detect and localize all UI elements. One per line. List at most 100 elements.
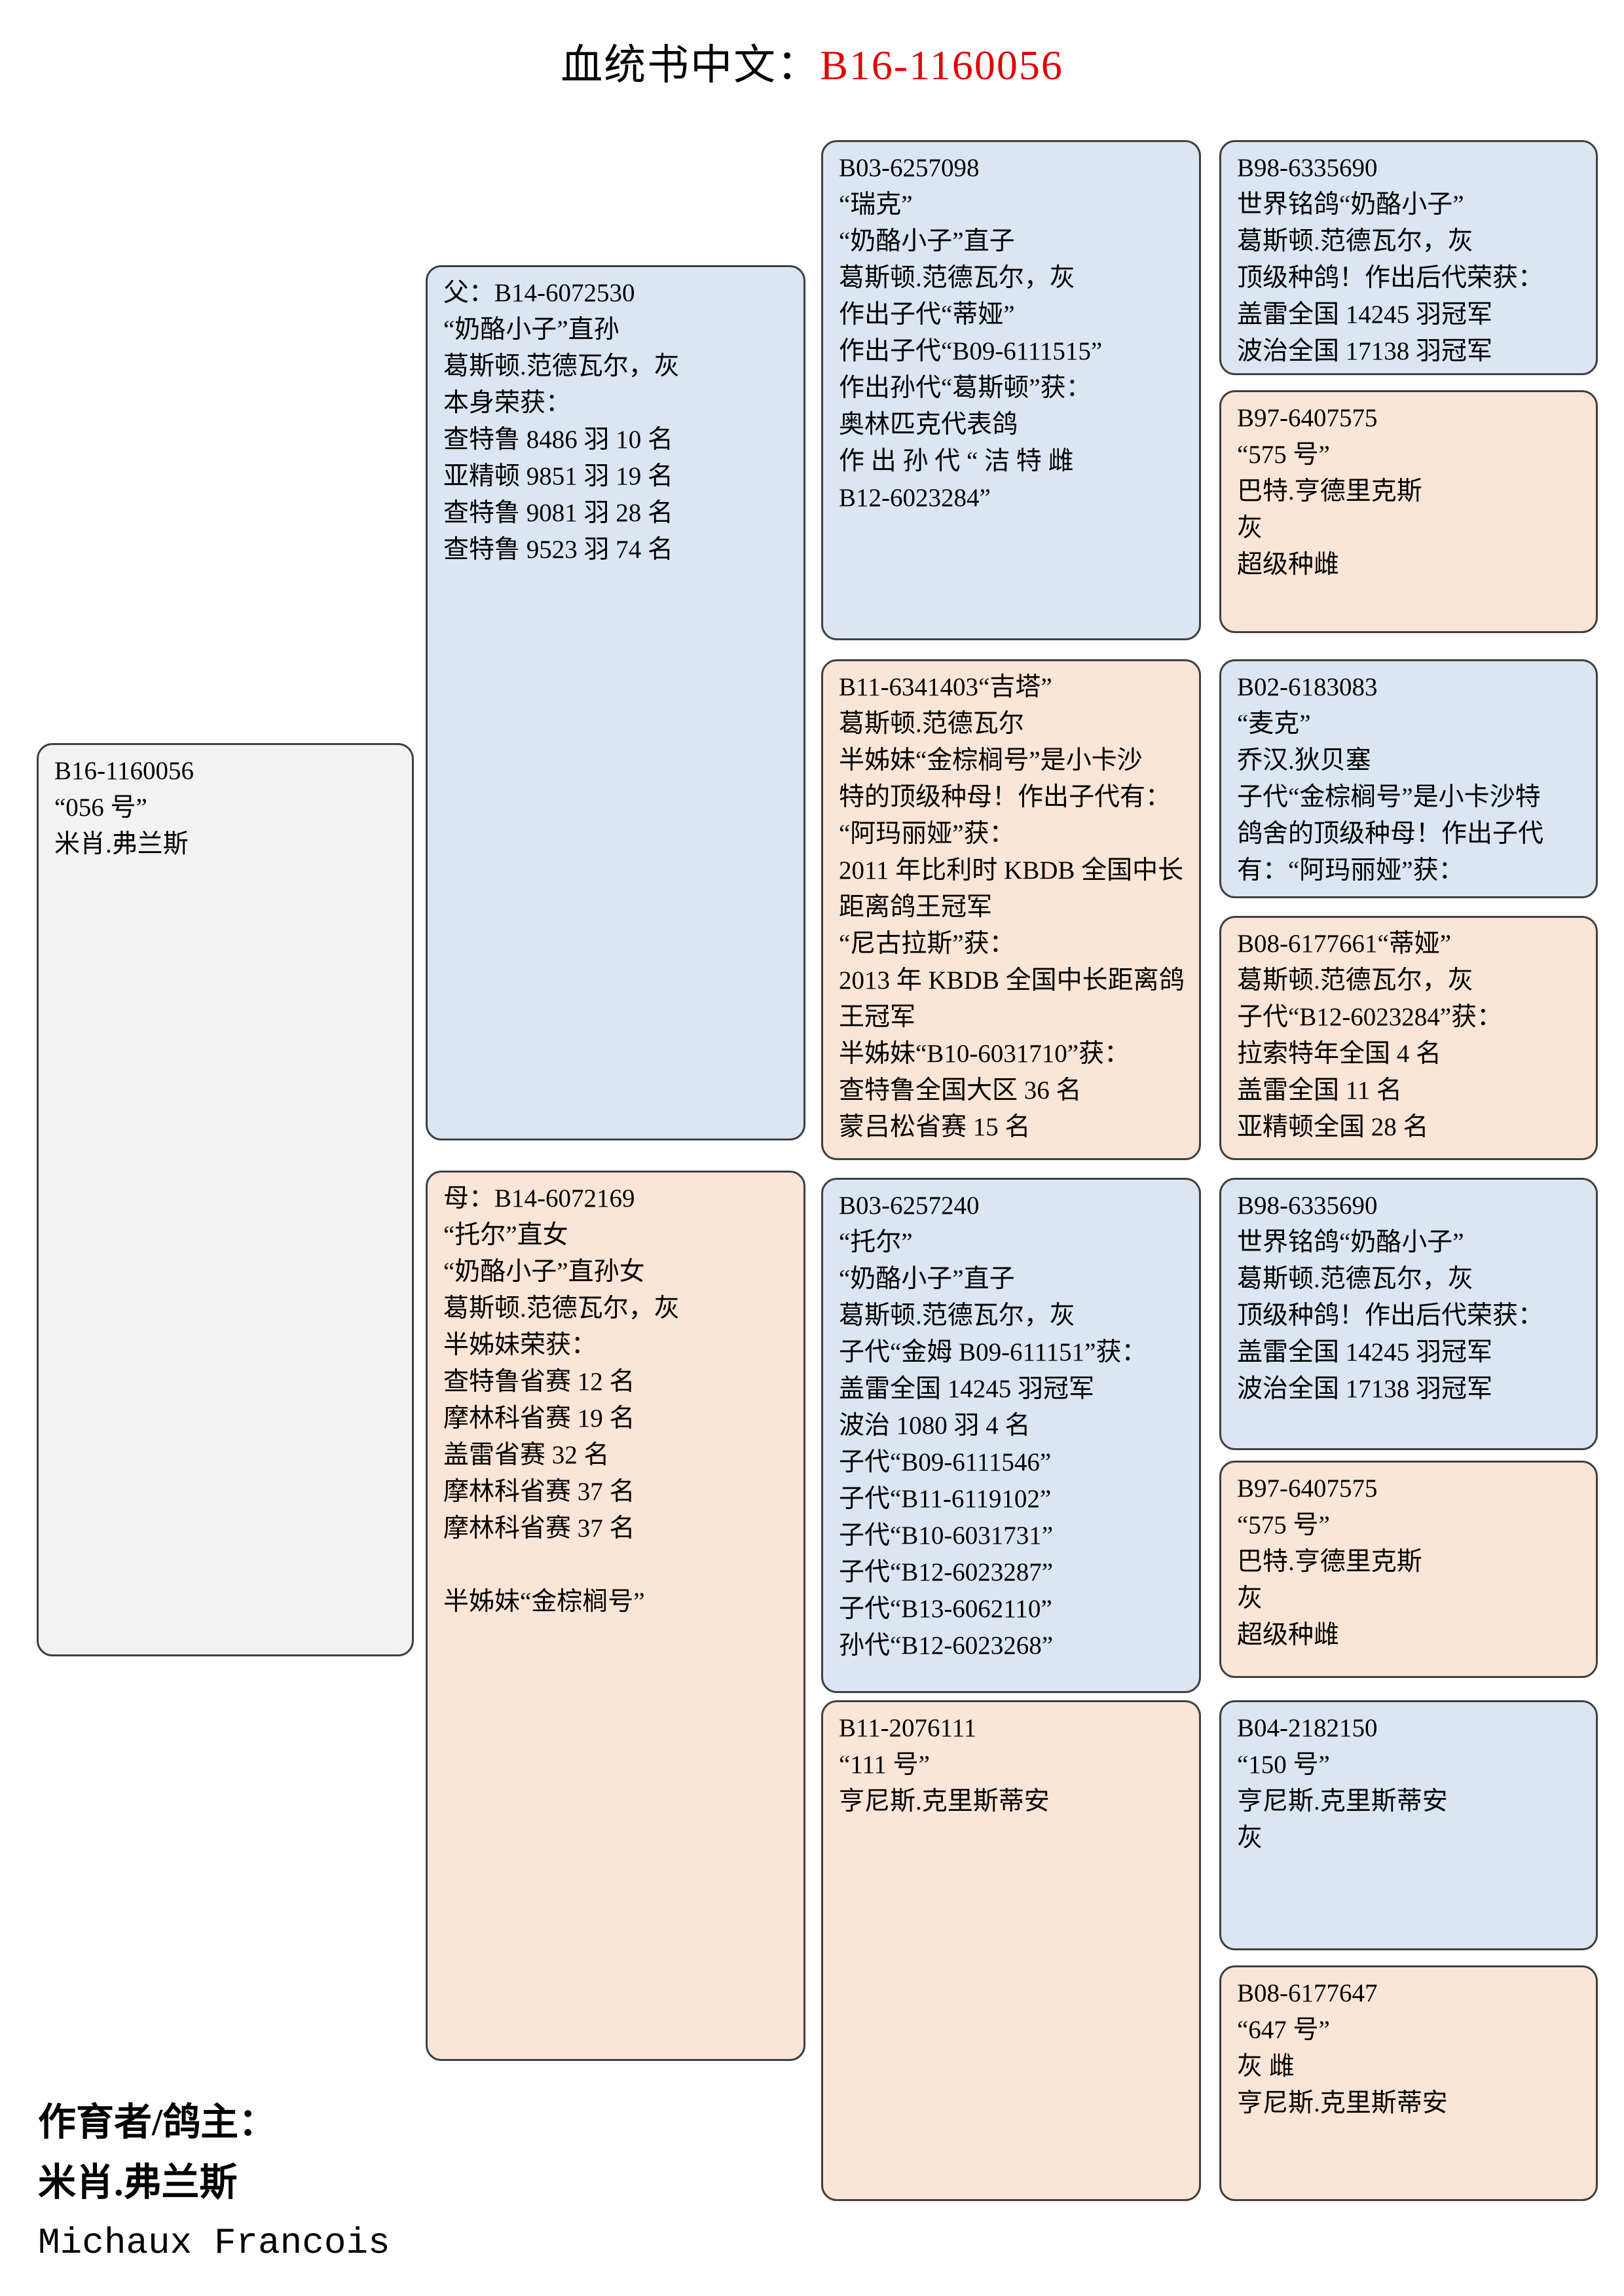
title-label: 血统书中文： [561, 42, 821, 88]
text-line: 子代“金姆 B09-611151”获： [839, 1338, 1147, 1366]
footer: 作育者/鸽主： 米肖.弗兰斯 Michaux Francois [38, 2092, 390, 2273]
text-line: 葛斯顿.范德瓦尔，灰 [1237, 966, 1473, 994]
text-line: “尼古拉斯”获： [839, 930, 1015, 958]
text-line: 葛斯顿.范德瓦尔，灰 [1237, 227, 1473, 255]
text-line: 作出子代“B09-6111515” [839, 337, 1103, 365]
text-line: 超级种雌 [1237, 1621, 1340, 1649]
text-line: 盖雷全国 14245 羽冠军 [839, 1375, 1095, 1403]
text-line: 盖雷全国 14245 羽冠军 [1237, 1338, 1493, 1366]
text-line: 子代“B12-6023284”获： [1237, 1003, 1503, 1031]
text-line: 亨尼斯.克里斯蒂安 [1237, 2089, 1448, 2117]
text-line: 巴特.亨德里克斯 [1237, 477, 1422, 505]
text-line: B12-6023284” [839, 484, 991, 512]
grandparent-box-maternal-grandfather: B03-6257240“托尔”“奶酪小子”直子葛斯顿.范德瓦尔，灰子代“金姆 B… [821, 1178, 1201, 1693]
text-line: 世界铭鸽“奶酪小子” [1237, 1228, 1464, 1256]
text-line: 世界铭鸽“奶酪小子” [1237, 191, 1464, 219]
great-grandparent-box-3: B02-6183083 “麦克” 乔汉.狄贝塞子代“金棕榈号”是小卡沙特鸽舍的顶级种… [1219, 659, 1598, 898]
text-line: 葛斯顿.范德瓦尔，灰 [839, 264, 1075, 292]
text-line: 子代“B13-6062110” [839, 1595, 1052, 1623]
text-line: B98-6335690 [1237, 1192, 1378, 1220]
grandparent-box-paternal-grandmother: B11-6341403“吉塔”葛斯顿.范德瓦尔半姊妹“金棕榈号”是小卡沙特的顶级… [821, 659, 1201, 1160]
great-grandparent-box-8: B08-6177647 “647 号” 灰 雌亨尼斯.克里斯蒂安 [1219, 1965, 1598, 2201]
text-line: 半姊妹“金棕榈号” [443, 1588, 645, 1616]
text-line: 有：“阿玛丽娅”获： [1237, 856, 1464, 884]
text-line: B08-6177661“蒂娅” [1237, 930, 1452, 958]
text-line: 超级种雌 [1237, 551, 1340, 579]
text-line: 巴特.亨德里克斯 [1237, 1548, 1422, 1576]
page-title: 血统书中文：B16-1160056 [0, 31, 1624, 92]
text-line: 盖雷全国 14245 羽冠军 [1237, 301, 1493, 329]
text-line: 作出孙代“葛斯顿”获： [839, 374, 1092, 402]
owner-name-chinese: 米肖.弗兰斯 [38, 2161, 238, 2204]
text-line: 亚精顿全国 28 名 [1237, 1113, 1429, 1141]
text-line: 拉索特年全国 4 名 [1237, 1040, 1442, 1068]
text-line: 摩林科省赛 19 名 [443, 1404, 635, 1432]
text-line: 葛斯顿.范德瓦尔 [839, 710, 1024, 738]
text-line: 母：B14-6072169 [443, 1184, 635, 1212]
text-line: 查特鲁 9523 羽 74 名 [443, 536, 674, 564]
text-line: “111 号” [839, 1751, 930, 1779]
text-line: “575 号” [1237, 1511, 1330, 1539]
text-line: B97-6407575 [1237, 404, 1378, 432]
text-line: 查特鲁 8486 羽 10 名 [443, 426, 674, 454]
text-line: B02-6183083 [1237, 673, 1378, 701]
text-line: 父：B14-6072530 [443, 279, 635, 307]
text-line: 波治 1080 羽 4 名 [839, 1412, 1031, 1440]
text-line: 葛斯顿.范德瓦尔，灰 [839, 1302, 1075, 1330]
subject-box: B16-1160056“056 号”米肖.弗兰斯 [37, 743, 414, 1656]
text-line: “150 号” [1237, 1751, 1330, 1779]
text-line: 子代“B11-6119102” [839, 1485, 1052, 1513]
text-line: 灰 [1237, 514, 1263, 542]
text-line: 鸽舍的顶级种母！作出子代 [1237, 820, 1544, 848]
text-line: 查特鲁 9081 羽 28 名 [443, 499, 674, 527]
text-line: 2011 年比利时 KBDB 全国中长 [839, 856, 1184, 884]
text-line: 葛斯顿.范德瓦尔，灰 [1237, 1265, 1473, 1293]
text-line: 盖雷全国 11 名 [1237, 1076, 1403, 1104]
text-line: 子代“B10-6031731” [839, 1522, 1054, 1550]
text-line: 半姊妹荣获： [443, 1331, 597, 1359]
text-line: 孙代“B12-6023268” [839, 1631, 1054, 1660]
text-line: “奶酪小子”直子 [839, 1265, 1015, 1293]
text-line: B11-6341403“吉塔” [839, 673, 1052, 701]
text-line: “奶酪小子”直子 [839, 227, 1015, 255]
text-line: “奶酪小子”直孙 [443, 316, 619, 344]
text-line: 王冠军 [839, 1003, 916, 1031]
text-line: “托尔” [839, 1228, 913, 1256]
text-line: 蒙吕松省赛 15 名 [839, 1113, 1031, 1141]
text-line: “647 号” [1237, 2016, 1330, 2044]
text-line: 子代“B12-6023287” [839, 1558, 1054, 1586]
great-grandparent-box-2: B97-6407575“575 号”巴特.亨德里克斯灰超级种雌 [1219, 390, 1598, 633]
text-line: 灰 [1237, 1584, 1263, 1613]
text-line: 亚精顿 9851 羽 19 名 [443, 462, 674, 490]
grandparent-box-maternal-grandmother: B11-2076111“111 号”亨尼斯.克里斯蒂安 [821, 1700, 1201, 2201]
text-line: “托尔”直女 [443, 1221, 568, 1249]
text-line: 查特鲁省赛 12 名 [443, 1368, 635, 1396]
text-line: B08-6177647 [1237, 1979, 1378, 2007]
text-line: 盖雷省赛 32 名 [443, 1441, 610, 1469]
text-line: B97-6407575 [1237, 1474, 1378, 1503]
text-line: 本身荣获： [443, 389, 572, 417]
text-line: 灰 [1237, 1824, 1263, 1852]
text-line: 子代“B09-6111546” [839, 1448, 1052, 1476]
owner-name-latin: Michaux Francois [38, 2222, 390, 2264]
text-line: 灰 雌 [1237, 2052, 1295, 2081]
great-grandparent-box-4: B08-6177661“蒂娅” 葛斯顿.范德瓦尔，灰子代“B12-6023284”… [1219, 916, 1598, 1160]
text-line: 亨尼斯.克里斯蒂安 [1237, 1787, 1448, 1815]
text-line: 顶级种鸽！作出后代荣获： [1237, 264, 1544, 292]
great-grandparent-box-5: B98-6335690 世界铭鸽“奶酪小子” 葛斯顿.范德瓦尔，灰顶级种鸽！作出后代… [1219, 1178, 1598, 1450]
text-line: 半姊妹“B10-6031710”获： [839, 1040, 1130, 1068]
text-line: 顶级种鸽！作出后代荣获： [1237, 1302, 1544, 1330]
text-line: 乔汉.狄贝塞 [1237, 746, 1371, 774]
text-line: 作出子代“蒂娅” [839, 301, 1015, 329]
text-line: 子代“金棕榈号”是小卡沙特 [1237, 783, 1541, 811]
grandparent-box-paternal-grandfather: B03-6257098“瑞克”“奶酪小子”直子葛斯顿.范德瓦尔，灰作出子代“蒂娅… [821, 140, 1201, 640]
text-line: 特的顶级种母！作出子代有： [839, 783, 1172, 811]
text-line: 葛斯顿.范德瓦尔，灰 [443, 1294, 680, 1322]
text-line: 亨尼斯.克里斯蒂安 [839, 1787, 1050, 1815]
text-line: 摩林科省赛 37 名 [443, 1478, 635, 1506]
text-line: “麦克” [1237, 710, 1311, 738]
father-box: 父：B14-6072530“奶酪小子”直孙葛斯顿.范德瓦尔，灰本身荣获：查特鲁 … [426, 265, 805, 1140]
breeder-owner-label: 作育者/鸽主： [38, 2101, 277, 2143]
